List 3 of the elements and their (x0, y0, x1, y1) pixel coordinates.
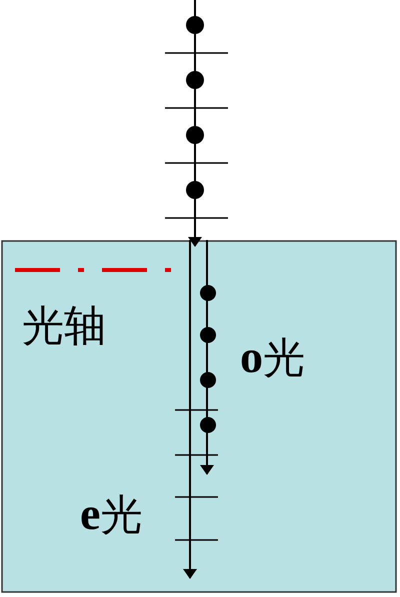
ray-label: e光 (80, 490, 142, 539)
axis-label: 光轴 (22, 302, 106, 350)
ray-label: o光 (240, 333, 305, 382)
